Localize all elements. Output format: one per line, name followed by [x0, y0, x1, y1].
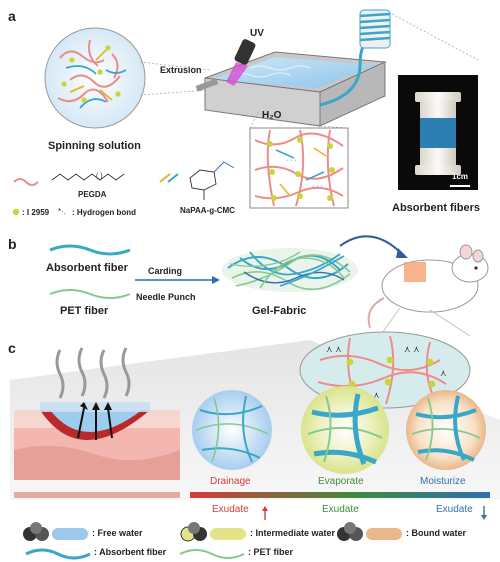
absorbent-fiber-label: Absorbent fiber	[46, 262, 128, 274]
gel-fabric-label: Gel-Fabric	[252, 305, 307, 317]
exudate-gradient-bar	[190, 492, 490, 498]
panel-a-label: a	[8, 8, 16, 24]
exudate-up-label: Exudate	[212, 504, 249, 515]
svg-text:⋏: ⋏	[440, 368, 447, 378]
bound-water-fiber-circle	[406, 390, 486, 470]
to-mouse-arrow	[339, 235, 401, 253]
carding-label: Carding	[148, 266, 183, 276]
uv-lamp	[226, 39, 256, 86]
absorbent-fiber-sample	[49, 244, 131, 256]
pet-fiber-label: PET fiber	[60, 305, 109, 317]
free-water-fiber-circle	[192, 390, 272, 470]
extruder-nozzle	[195, 78, 219, 92]
gel-fabric-mesh	[222, 248, 358, 292]
bound-water-legend-label: : Bound water	[406, 528, 466, 538]
panel-b-diagram	[49, 235, 489, 337]
hbond-legend: : Hydrogen bond	[72, 208, 136, 217]
drainage-label: Drainage	[210, 476, 251, 487]
uv-label: UV	[250, 28, 264, 39]
absorbent-fiber-legend-label: : Absorbent fiber	[94, 547, 167, 557]
panel-b-label: b	[8, 236, 17, 252]
free-water-legend-label: : Free water	[92, 528, 143, 538]
water-label: H₂O	[262, 110, 282, 121]
svg-text:( ): ( )	[96, 173, 103, 180]
absorbent-fiber-legend-icon	[25, 548, 91, 560]
pet-fiber-legend-icon	[179, 549, 245, 559]
napaa-structure	[159, 161, 235, 200]
free-water-legend-icon	[23, 522, 88, 541]
hbond-icon: *·.	[58, 207, 66, 216]
spool-photo	[398, 75, 478, 190]
spinning-solution-circle	[44, 27, 146, 129]
pegda-structure: ( )	[13, 173, 125, 186]
pegda-label: PEGDA	[78, 190, 107, 199]
svg-text:⋏ ⋏: ⋏ ⋏	[404, 344, 420, 354]
intermediate-water-fiber-circle	[301, 386, 389, 474]
mouse-icon	[367, 244, 489, 329]
panel-c-label: c	[8, 340, 16, 356]
svg-text:⋏ ⋏: ⋏ ⋏	[326, 344, 342, 354]
pet-fiber-legend-label: : PET fiber	[248, 547, 294, 557]
svg-text:⋏ ⋏: ⋏ ⋏	[364, 390, 380, 400]
wound-cross-section	[14, 347, 180, 480]
exudate-down-label: Exudate	[436, 504, 473, 515]
spinning-solution-label: Spinning solution	[48, 140, 141, 152]
intermediate-water-legend-label: : Intermediate water	[250, 528, 336, 538]
panel-c-diagram: ⋏ ⋏ ⋏ ⋏ ⋏ ⋏ ⋏	[10, 331, 500, 560]
wound-patch	[404, 262, 426, 282]
panel-a-diagram: · · · · · · ( ) *·.	[12, 9, 479, 216]
pet-fiber-sample	[49, 289, 131, 299]
svg-text:· · ·: · · ·	[286, 157, 297, 164]
i2959-icon	[12, 208, 20, 216]
moisturize-label: Moisturize	[420, 476, 466, 487]
absorbent-fibers-label: Absorbent fibers	[392, 202, 481, 214]
svg-text:· · ·: · · ·	[312, 183, 323, 190]
needle-punch-label: Needle Punch	[136, 292, 196, 302]
bound-water-legend-icon	[337, 522, 402, 541]
evaporate-label: Evaporate	[318, 476, 364, 487]
intermediate-water-legend-icon	[180, 522, 246, 542]
network-box: · · · · · ·	[249, 127, 349, 209]
napaa-label: NaPAA-g-CMC	[180, 206, 235, 215]
spool-coil-icon	[359, 9, 391, 49]
extrusion-label: Extrusion	[160, 65, 202, 75]
i2959-legend: : I 2959	[22, 208, 50, 217]
exudate-mid-label: Exudate	[322, 504, 359, 515]
scale-bar-label: 1cm	[452, 172, 469, 181]
water-bath	[204, 51, 387, 127]
